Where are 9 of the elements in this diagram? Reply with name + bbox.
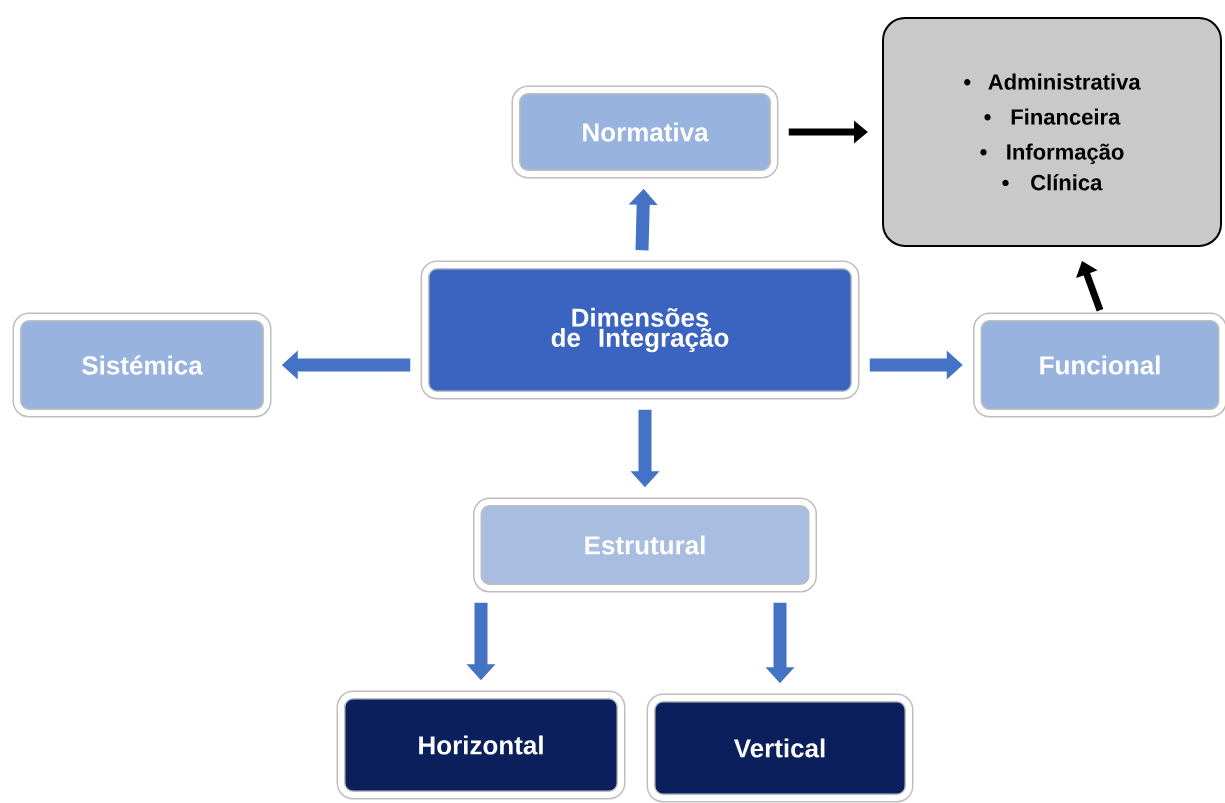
center-box: Dimensões de Integração — [420, 260, 860, 400]
dark-box: Vertical — [646, 693, 914, 803]
list-box: • Administrativa • Financeira • Informação • Clínica — [882, 17, 1222, 247]
process-box: Sistémica — [12, 312, 272, 418]
process-box: Estrutural — [473, 497, 817, 593]
process-box: Normativa — [511, 85, 779, 179]
arrow — [1076, 261, 1104, 312]
dark-box: Horizontal — [336, 690, 626, 800]
process-box: Funcional — [973, 312, 1225, 418]
